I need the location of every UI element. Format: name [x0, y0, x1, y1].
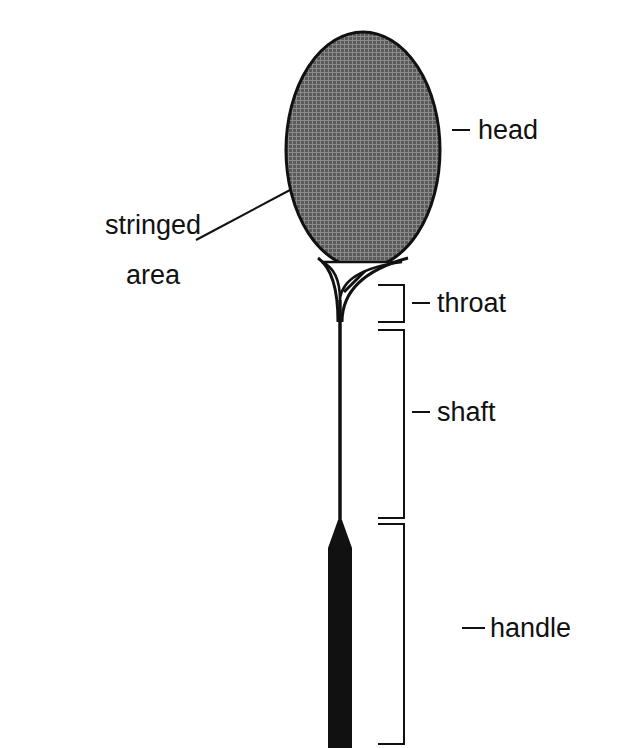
part-label: throat: [437, 290, 506, 317]
label-dash: [412, 302, 430, 304]
label-dash: [412, 411, 430, 413]
part-label: shaft: [437, 399, 496, 426]
bracket: [378, 285, 404, 322]
label-dash: [452, 129, 470, 131]
callout-label: stringed area: [78, 200, 228, 300]
bracket: [378, 524, 404, 744]
part-label: handle: [490, 615, 571, 642]
racket-throat: [318, 258, 408, 322]
racket-head: [286, 32, 440, 268]
bracket: [378, 330, 404, 518]
racket-shaft: [338, 300, 342, 522]
label-dash: [462, 627, 485, 629]
racket-handle: [328, 520, 352, 748]
part-label: head: [478, 117, 538, 144]
leader-line: [196, 190, 290, 240]
throat-triangle: [322, 262, 402, 300]
